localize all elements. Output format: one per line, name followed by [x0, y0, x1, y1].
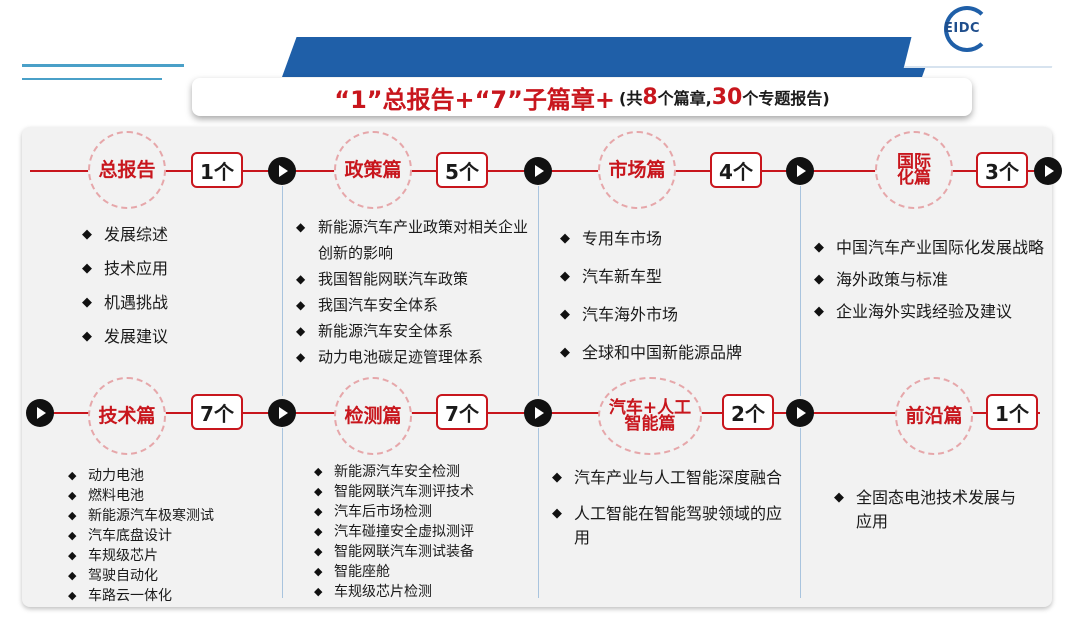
arrow-right-icon [268, 399, 296, 427]
list-item: 人工智能在智能驾驶领域的应用 [552, 502, 788, 550]
section-badge-line-2: 智能篇 [624, 414, 676, 434]
list-item: 智能网联汽车测试装备 [314, 542, 534, 562]
title-chapters-text: 个篇章, [657, 88, 712, 108]
header-accent-line-top [22, 64, 184, 67]
list-item: 中国汽车产业国际化发展战略 [814, 232, 1050, 264]
arrow-right-icon [786, 399, 814, 427]
list-item: 动力电池碳足迹管理体系 [296, 344, 532, 370]
section-list-market: 专用车市场 汽车新车型 汽车海外市场 全球和中国新能源品牌 [560, 220, 796, 372]
section-badge-policy: 政策篇 [334, 131, 412, 209]
list-item: 燃料电池 [68, 486, 268, 506]
section-count-technology: 7个 [191, 394, 243, 430]
list-item: 专用车市场 [560, 220, 796, 258]
list-item: 发展综述 [82, 218, 272, 252]
section-list-general-report: 发展综述 技术应用 机遇挑战 发展建议 [82, 218, 272, 354]
section-badge-text: 汽车+人工智能篇 [608, 398, 692, 434]
list-item: 新能源汽车安全检测 [314, 462, 534, 482]
title-sub-open: (共 [619, 88, 643, 108]
arrow-right-icon [268, 157, 296, 185]
list-item: 汽车新车型 [560, 258, 796, 296]
section-count-internationalization: 3个 [976, 152, 1028, 188]
list-item: 新能源汽车极寒测试 [68, 506, 268, 526]
section-count-policy: 5个 [436, 152, 488, 188]
section-badge-general-report: 总报告 [88, 131, 166, 209]
list-item: 海外政策与标准 [814, 264, 1050, 296]
title-bar: “1”总报告+“7”子篇章+ (共8个篇章,30个专题报告) [192, 78, 972, 116]
section-badge-testing: 检测篇 [334, 377, 412, 455]
list-item: 汽车产业与人工智能深度融合 [552, 466, 788, 490]
list-item: 汽车海外市场 [560, 296, 796, 334]
section-badge-market: 市场篇 [598, 131, 676, 209]
section-badge-auto-ai: 汽车+人工智能篇 [598, 377, 702, 455]
section-badge-line-1: 汽车+人工 [608, 398, 692, 418]
list-item: 车路云一体化 [68, 586, 268, 606]
section-badge-internationalization: 国际化篇 [875, 131, 953, 209]
list-item: 汽车碰撞安全虚拟测评 [314, 522, 534, 542]
arrow-right-icon [524, 399, 552, 427]
column-divider-4 [282, 428, 283, 598]
list-item: 智能座舱 [314, 562, 534, 582]
column-divider-6 [800, 428, 801, 598]
section-count-frontier: 1个 [986, 394, 1038, 430]
section-list-policy: 新能源汽车产业政策对相关企业创新的影响 我国智能网联汽车政策 我国汽车安全体系 … [296, 214, 532, 370]
list-item: 动力电池 [68, 466, 268, 486]
header-banner [282, 37, 937, 77]
section-badge-frontier: 前沿篇 [895, 377, 973, 455]
section-badge-line-1: 国际 [897, 152, 931, 172]
column-divider-3 [800, 186, 801, 396]
arrow-right-icon [786, 157, 814, 185]
list-item: 全球和中国新能源品牌 [560, 334, 796, 372]
column-divider-2 [538, 186, 539, 396]
section-list-technology: 动力电池 燃料电池 新能源汽车极寒测试 汽车底盘设计 车规级芯片 驾驶自动化 车… [68, 466, 268, 606]
list-item: 全固态电池技术发展与应用 [834, 486, 1030, 534]
section-list-testing: 新能源汽车安全检测 智能网联汽车测评技术 汽车后市场检测 汽车碰撞安全虚拟测评 … [314, 462, 534, 602]
list-item: 新能源汽车安全体系 [296, 318, 532, 344]
section-list-auto-ai: 汽车产业与人工智能深度融合 人工智能在智能驾驶领域的应用 [552, 466, 788, 562]
arrow-right-icon [26, 399, 54, 427]
section-count-general-report: 1个 [191, 152, 243, 188]
list-item: 机遇挑战 [82, 286, 272, 320]
title-chapters-number: 8 [642, 84, 658, 110]
section-count-market: 4个 [710, 152, 762, 188]
column-divider-1 [282, 186, 283, 396]
section-badge-technology: 技术篇 [88, 377, 166, 455]
list-item: 车规级芯片 [68, 546, 268, 566]
list-item: 发展建议 [82, 320, 272, 354]
section-list-frontier: 全固态电池技术发展与应用 [834, 486, 1030, 546]
list-item: 我国汽车安全体系 [296, 292, 532, 318]
section-badge-line-2: 化篇 [897, 168, 931, 188]
section-list-internationalization: 中国汽车产业国际化发展战略 海外政策与标准 企业海外实践经验及建议 [814, 232, 1050, 328]
header-accent-line-bottom [22, 78, 162, 80]
title-topics-number: 30 [711, 84, 743, 110]
list-item: 汽车底盘设计 [68, 526, 268, 546]
title-topics-text: 个专题报告) [742, 88, 830, 108]
title-subtitle: (共8个篇章,30个专题报告) [619, 85, 830, 110]
list-item: 我国智能网联汽车政策 [296, 266, 532, 292]
logo-ring-icon [944, 6, 990, 52]
list-item: 新能源汽车产业政策对相关企业创新的影响 [296, 214, 532, 266]
list-item: 汽车后市场检测 [314, 502, 534, 522]
list-item: 企业海外实践经验及建议 [814, 296, 1050, 328]
list-item: 智能网联汽车测评技术 [314, 482, 534, 502]
arrow-right-icon [524, 157, 552, 185]
section-badge-text: 国际化篇 [897, 152, 931, 188]
logo-text: EIDC [944, 21, 981, 36]
column-divider-5 [538, 428, 539, 598]
list-item: 车规级芯片检测 [314, 582, 534, 602]
title-main: “1”总报告+“7”子篇章+ [334, 85, 616, 114]
arrow-right-icon [1034, 157, 1062, 185]
section-count-testing: 7个 [436, 394, 488, 430]
list-item: 技术应用 [82, 252, 272, 286]
list-item: 驾驶自动化 [68, 566, 268, 586]
section-count-auto-ai: 2个 [722, 394, 774, 430]
